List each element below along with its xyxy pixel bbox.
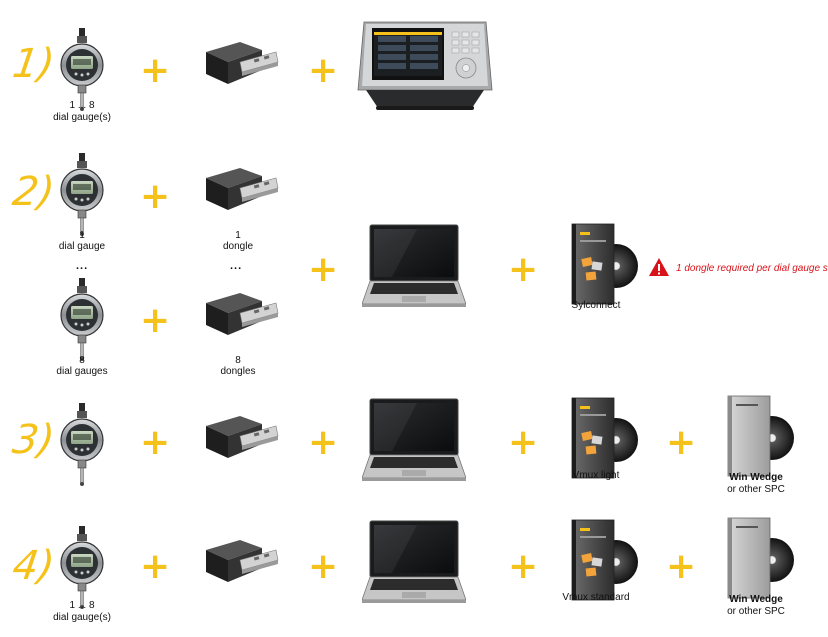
dongle-caption-2d: dongles: [220, 366, 256, 377]
spc-caption-4b: or other SPC: [727, 606, 785, 617]
dongle-caption-2b: dongle: [222, 241, 254, 252]
plus-sign: +: [140, 300, 171, 341]
warning-icon: [649, 258, 669, 276]
warning-text: 1 dongle required per dial gauge s: [676, 263, 828, 274]
plus-sign: +: [666, 546, 697, 587]
gauge-caption-2d: dial gauges: [56, 366, 108, 377]
dongle-icon: [200, 538, 280, 584]
gauge-caption-1a: 1 ... 8: [69, 100, 95, 111]
software-dvd-icon: [568, 222, 638, 306]
row-number-3: 3): [9, 417, 58, 463]
software-caption-sylconnect: Sylconnect: [571, 300, 621, 311]
spc-caption-3b: or other SPC: [727, 484, 785, 495]
software-dvd-icon: [568, 518, 638, 602]
plus-sign: +: [308, 546, 339, 587]
dongle-icon: [200, 40, 280, 86]
plus-sign: +: [666, 422, 697, 463]
ellipsis: ...: [230, 260, 243, 272]
row-number-4: 4): [9, 543, 58, 589]
dongle-icon: [200, 414, 280, 460]
plus-sign: +: [308, 249, 339, 290]
plus-sign: +: [308, 50, 339, 91]
dongle-icon: [200, 291, 280, 337]
spc-caption-4a: Win Wedge: [729, 594, 783, 605]
plus-sign: +: [308, 422, 339, 463]
plus-sign: +: [140, 50, 171, 91]
gauge-caption-2b: dial gauge: [58, 241, 106, 252]
laptop-icon: [362, 224, 466, 308]
dial-gauge-icon: [60, 278, 104, 362]
laptop-icon: [362, 520, 466, 604]
spc-software-dvd-icon: [724, 394, 794, 478]
spc-caption-3a: Win Wedge: [729, 472, 783, 483]
display-unit-icon: [357, 21, 493, 110]
software-caption-vmux-light: Vmux light: [572, 470, 620, 481]
dial-gauge-icon: [60, 153, 104, 237]
plus-sign: +: [140, 546, 171, 587]
dongle-caption-2a: 1: [235, 230, 241, 241]
ellipsis: ...: [76, 260, 89, 272]
gauge-caption-1b: dial gauge(s): [53, 112, 111, 123]
gauge-caption-2a: 1: [79, 230, 85, 241]
gauge-caption-4a: 1 ... 8: [69, 600, 95, 611]
software-caption-vmux-standard: Vmux standard: [562, 592, 630, 603]
row-number-1: 1): [9, 41, 58, 87]
plus-sign: +: [508, 422, 539, 463]
dial-gauge-icon: [60, 526, 104, 610]
dongle-icon: [200, 166, 280, 212]
row-number-2: 2): [9, 169, 58, 215]
laptop-icon: [362, 398, 466, 482]
dial-gauge-icon: [60, 403, 104, 487]
plus-sign: +: [508, 249, 539, 290]
plus-sign: +: [508, 546, 539, 587]
plus-sign: +: [140, 422, 171, 463]
dongle-caption-2c: 8: [235, 355, 241, 366]
gauge-caption-2c: 8: [79, 355, 85, 366]
plus-sign: +: [140, 176, 171, 217]
software-dvd-icon: [568, 396, 638, 480]
spc-software-dvd-icon: [724, 516, 794, 600]
gauge-caption-4b: dial gauge(s): [53, 612, 111, 623]
